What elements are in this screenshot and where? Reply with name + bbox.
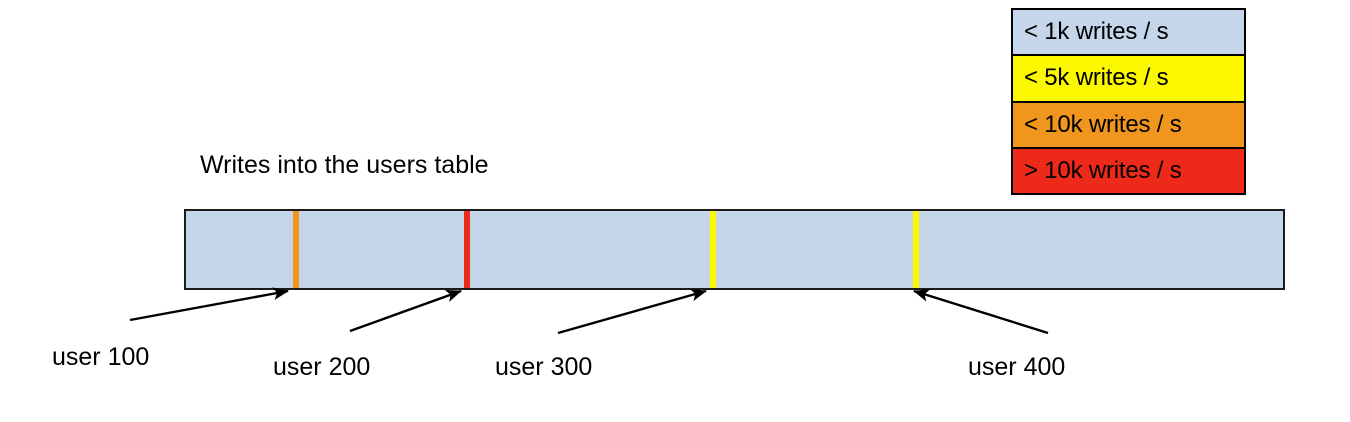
chart-title: Writes into the users table xyxy=(200,151,489,179)
legend-label-0: < 1k writes / s xyxy=(1024,18,1169,46)
legend-row-0: < 1k writes / s xyxy=(1013,10,1244,57)
users-table-bar xyxy=(184,209,1285,290)
user-400-stripe xyxy=(913,211,919,288)
label-user-400: user 400 xyxy=(968,353,1066,381)
legend-label-2: < 10k writes / s xyxy=(1024,110,1182,138)
label-user-100: user 100 xyxy=(52,343,150,371)
legend: < 1k writes / s < 5k writes / s < 10k wr… xyxy=(1011,8,1246,195)
arrow-user-300 xyxy=(557,288,707,335)
legend-label-1: < 5k writes / s xyxy=(1024,64,1169,92)
arrow-user-400 xyxy=(913,289,1049,335)
legend-row-2: < 10k writes / s xyxy=(1013,102,1244,149)
legend-row-1: < 5k writes / s xyxy=(1013,56,1244,103)
user-200-stripe xyxy=(464,211,470,288)
user-300-stripe xyxy=(710,211,716,288)
legend-label-3: > 10k writes / s xyxy=(1024,156,1182,184)
arrow-user-100 xyxy=(129,287,289,322)
legend-row-3: > 10k writes / s xyxy=(1013,148,1244,193)
label-user-300: user 300 xyxy=(495,353,593,381)
label-user-200: user 200 xyxy=(273,353,371,381)
arrow-user-200 xyxy=(349,289,462,333)
user-100-stripe xyxy=(293,211,299,288)
arrow-group xyxy=(129,287,1049,335)
